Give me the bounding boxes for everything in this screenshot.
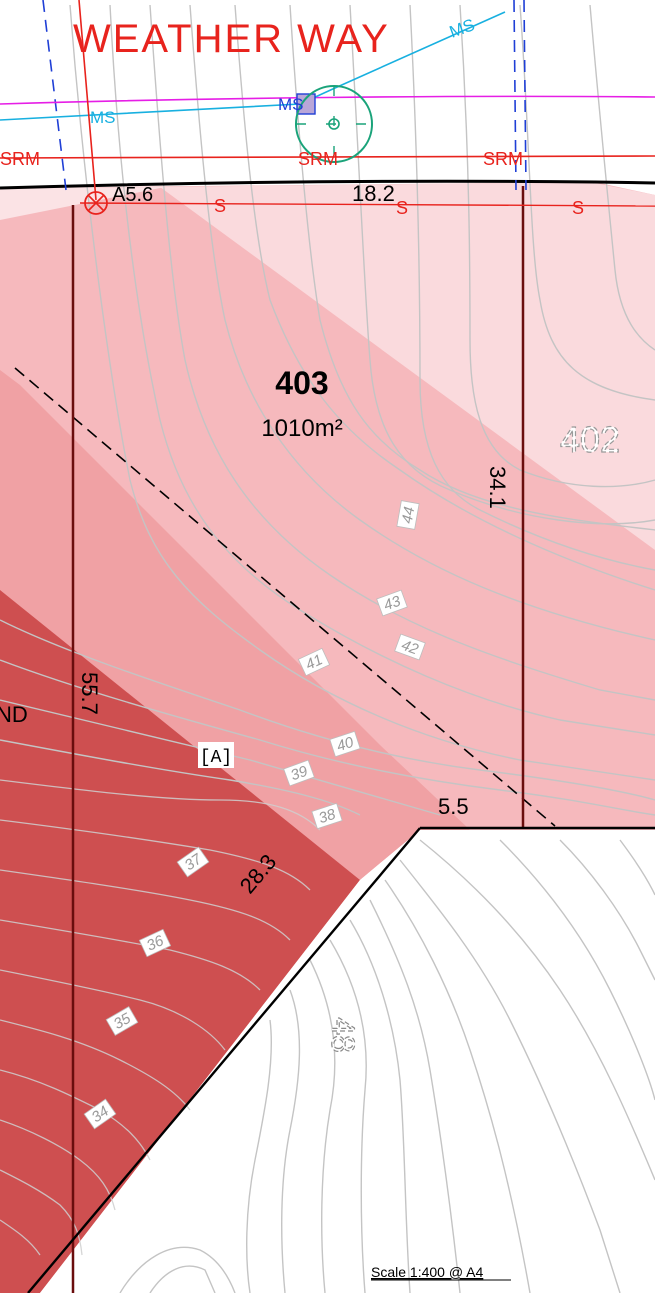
contour-label-35: 35 <box>105 1006 139 1036</box>
contour-labels: 44 43 42 41 40 39 38 37 <box>83 500 426 1130</box>
srm-label-right: SRM <box>483 149 523 169</box>
dimension-right: 34.1 <box>485 466 510 509</box>
contour-label-44: 44 <box>396 500 420 530</box>
easement-dashed-line <box>14 367 556 827</box>
srm-label-left: SRM <box>0 149 40 169</box>
lot-boundaries <box>0 179 655 1293</box>
svg-text:44: 44 <box>399 505 419 524</box>
dimension-left: 55.7 <box>77 672 102 715</box>
srm-label-mid: SRM <box>298 149 338 169</box>
lot-48-area <box>40 830 655 1293</box>
svg-text:43: 43 <box>381 592 403 614</box>
survey-point-label: A5.6 <box>112 184 153 206</box>
scale-label: Scale 1:400 @ A4 <box>371 1264 484 1280</box>
contour-label-39: 39 <box>283 759 315 787</box>
marker-box <box>198 742 234 768</box>
ms-label-mid: MS <box>278 95 304 114</box>
ms-label-top: MS <box>447 15 477 42</box>
zone-light <box>160 182 655 550</box>
contour-label-43: 43 <box>376 589 408 617</box>
contour-label-34: 34 <box>83 1098 117 1130</box>
contour-label-42: 42 <box>394 633 426 661</box>
lot-402-label: 402 <box>560 419 620 460</box>
street-name: WEATHER WAY <box>73 17 390 61</box>
svg-text:41: 41 <box>303 651 325 673</box>
svg-text:36: 36 <box>144 932 167 955</box>
svg-text:42: 42 <box>399 637 421 659</box>
marker-label: [A] <box>200 748 232 768</box>
svg-text:40: 40 <box>335 734 357 756</box>
contour-label-38: 38 <box>311 802 343 830</box>
lot-48-label: 48 <box>325 1017 361 1053</box>
s-label-1: S <box>214 196 226 216</box>
svg-text:35: 35 <box>111 1010 135 1033</box>
lot-number: 403 <box>275 365 328 401</box>
svg-text:34: 34 <box>89 1103 112 1126</box>
svg-text:38: 38 <box>317 806 339 828</box>
ms-label-left: MS <box>90 108 116 127</box>
dimension-bottom-short: 5.5 <box>438 794 469 819</box>
edge-text: ND <box>0 702 28 727</box>
contour-label-37: 37 <box>176 846 210 878</box>
dimension-top: 18.2 <box>352 181 395 206</box>
contours-lot-48 <box>119 839 655 1293</box>
svg-text:39: 39 <box>288 762 310 784</box>
contour-label-41: 41 <box>297 647 331 677</box>
s-label-2: S <box>396 198 408 218</box>
services <box>0 0 655 215</box>
contour-label-36: 36 <box>138 928 172 958</box>
contour-label-40: 40 <box>329 730 361 758</box>
s-label-3: S <box>572 198 584 218</box>
lot-area: 1010m² <box>261 415 342 442</box>
